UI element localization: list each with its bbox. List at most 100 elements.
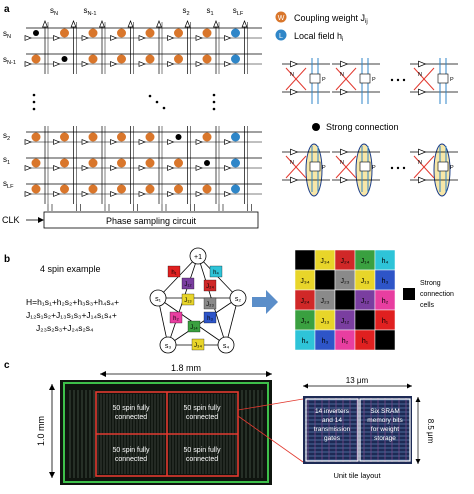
graph-weight-swatch xyxy=(203,311,217,324)
row-buffer-icon xyxy=(195,165,203,171)
schematic-n-label: N xyxy=(418,72,422,78)
graph-weight-swatch xyxy=(181,293,195,306)
mapping-arrow-icon xyxy=(252,290,278,314)
coupling-cell xyxy=(88,54,98,64)
row-buffer-icon xyxy=(224,191,232,197)
column-buffer-icon xyxy=(70,20,77,28)
column-buffer-icon xyxy=(156,20,162,28)
row-buffer-icon xyxy=(224,61,232,67)
row-label-1-base: s xyxy=(3,55,7,64)
graph-weight-label: J₁₂ xyxy=(184,282,192,288)
coupling-cell xyxy=(88,132,98,142)
local-field-cell xyxy=(231,158,240,168)
row-buffer-icon xyxy=(224,165,232,171)
schematic-p-label: P xyxy=(450,77,454,83)
graph-weight-label: h₃ xyxy=(207,316,213,322)
quadrant-label-line-1: 50 spin fully xyxy=(113,405,150,412)
coupling-cell xyxy=(31,184,41,194)
matrix-cell xyxy=(314,269,336,291)
schematic-inverter-icon xyxy=(290,60,299,68)
strong-connection-dot xyxy=(204,160,210,166)
field-legend-sub: i xyxy=(342,37,343,43)
matrix-cell-label: h₄ xyxy=(382,258,389,265)
coupling-legend-text: Coupling weight Jij xyxy=(294,13,368,25)
column-buffer-icon xyxy=(42,20,48,28)
column-label-2-base: s xyxy=(182,6,186,15)
n-transistor-link xyxy=(413,67,435,91)
row-buffer-icon xyxy=(81,35,89,41)
ellipsis-dot xyxy=(212,100,216,104)
schematic-n-label: N xyxy=(290,160,294,166)
schematic-switch xyxy=(309,161,321,172)
tile-right-text: Six SRAM xyxy=(370,408,400,415)
ellipsis-dot xyxy=(155,100,159,104)
matrix-cell-label: J₁₄ xyxy=(301,318,310,325)
phase-sampling-label: Phase sampling circuit xyxy=(106,216,197,226)
coupling-cell xyxy=(174,184,183,194)
ellipsis-dot xyxy=(148,94,152,98)
hamiltonian-line-2: J₁₂s₁s₂+J₁₃s₁s₃+J₁₄s₁s₄+ xyxy=(26,310,117,320)
schematic-n-label: N xyxy=(418,160,422,166)
row-buffer-icon xyxy=(195,61,203,67)
row-buffer-icon xyxy=(24,61,32,67)
coupling-cell xyxy=(145,158,155,168)
strong-connection-dot xyxy=(175,134,182,140)
row-label-1-sub: N-1 xyxy=(7,60,16,66)
clk-arrowhead xyxy=(38,217,44,223)
column-buffer-icon xyxy=(241,20,248,28)
strong-cell-legend-line-3: cells xyxy=(420,302,435,309)
row-label-4-sub: LF xyxy=(7,184,14,190)
tile-left-text: transmission xyxy=(314,426,351,433)
row-buffer-icon xyxy=(110,165,118,171)
coupling-cell xyxy=(145,28,155,38)
row-buffer-icon xyxy=(81,139,89,145)
matrix-cell-label: h₂ xyxy=(382,298,389,305)
tile-right-text: memory bits xyxy=(367,417,403,424)
schematic-n-label: N xyxy=(340,160,344,166)
coupling-cell xyxy=(174,54,183,64)
schematic-inverter-icon xyxy=(340,60,349,68)
row-buffer-icon xyxy=(81,61,89,67)
row-label-4-base: s xyxy=(3,179,7,188)
chip-pad-ring xyxy=(63,382,269,483)
matrix-cell-label: h₄ xyxy=(302,338,309,345)
chip-height-label: 1.0 mm xyxy=(36,416,46,446)
graph-weight-label: J₂₃ xyxy=(206,302,214,308)
row-buffer-icon xyxy=(138,61,146,67)
graph-weight-label: h₄ xyxy=(213,270,219,276)
row-buffer-icon xyxy=(53,35,61,41)
row-label-2-sub: 2 xyxy=(7,136,10,142)
column-label-2-sub: 2 xyxy=(186,11,189,17)
coupling-legend-symbol: W xyxy=(278,15,285,22)
graph-weight-swatch xyxy=(191,338,205,351)
schematic-n-label: N xyxy=(340,72,344,78)
tile-sram-region xyxy=(359,398,411,462)
graph-weight-label: J₂₄ xyxy=(206,284,214,290)
matrix-cell-label: J₃₄ xyxy=(320,258,329,265)
schematic-switch xyxy=(359,73,371,84)
column-buffer-icon xyxy=(99,20,105,28)
coupling-cell xyxy=(145,184,155,194)
field-legend-main: Local field h xyxy=(294,31,342,41)
coupling-cell xyxy=(31,158,41,168)
row-buffer-icon xyxy=(195,191,203,197)
coupling-legend-main: Coupling weight J xyxy=(294,13,365,23)
column-buffer-icon xyxy=(213,20,219,28)
matrix-cell-label: J₂₃ xyxy=(320,298,329,305)
quadrant-label-line-2: connected xyxy=(186,456,218,463)
coupling-cell xyxy=(174,28,183,38)
ellipsis-dot xyxy=(162,106,166,110)
n-transistor-link xyxy=(413,155,435,179)
schematic-inverter-icon xyxy=(340,88,349,96)
schematic-switch xyxy=(309,73,321,84)
coupling-cell xyxy=(202,132,212,142)
quadrant-label-line-1: 50 spin fully xyxy=(184,405,221,412)
coupling-cell xyxy=(145,54,155,64)
column-label-4: sLF xyxy=(233,6,244,17)
matrix-cell-label: J₃₄ xyxy=(300,278,309,285)
local-field-cell xyxy=(231,54,240,64)
graph-node-label: s₂ xyxy=(235,296,242,303)
